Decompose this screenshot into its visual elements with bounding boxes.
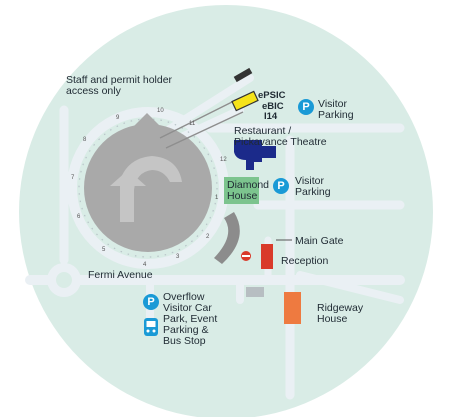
beamline-number: 12 — [220, 157, 227, 163]
i14-label: I14 — [264, 111, 278, 122]
synchrotron-tip — [132, 113, 162, 128]
bus-icon — [144, 318, 158, 336]
map-background-circle — [19, 5, 433, 417]
ridgeway-house-building — [284, 292, 301, 324]
reception-label: Reception — [281, 255, 329, 267]
epsic-building — [233, 67, 253, 83]
ebic-building — [231, 90, 259, 112]
beamline-ebic — [165, 111, 244, 149]
small-building — [246, 287, 264, 297]
diamond-house-label: Diamond House — [227, 179, 270, 202]
visitor-parking-top-label: Visitor Parking — [318, 98, 354, 121]
beamline-number: 1 — [215, 195, 219, 201]
synchrotron-swirl — [120, 156, 182, 222]
parking-icon: P — [298, 99, 314, 115]
beamline-epsic — [159, 97, 241, 139]
diamond-house-building — [224, 177, 259, 204]
synchrotron-building — [84, 124, 212, 252]
staff-access-arm-2 — [171, 106, 244, 144]
staff-access-label: Staff and permit holder access only — [66, 74, 173, 97]
beamline-number: 6 — [77, 214, 81, 220]
beamline-number: 9 — [116, 115, 120, 121]
restaurant-label: Restaurant / Pickavance Theatre — [234, 125, 327, 148]
restaurant-building — [234, 140, 276, 170]
beamline-number: 11 — [189, 121, 196, 127]
fermi-avenue-label: Fermi Avenue — [88, 269, 153, 281]
beamline-number: 2 — [206, 234, 210, 240]
beamline-number: 4 — [143, 262, 147, 268]
ebic-label: eBIC — [262, 101, 284, 112]
swirl-arrowhead — [110, 170, 146, 186]
epsic-label: ePSIC — [258, 90, 286, 101]
beamline-number: 5 — [102, 247, 106, 253]
no-entry-bar — [242, 255, 250, 257]
beamline-number: 8 — [83, 137, 87, 143]
roads — [25, 105, 405, 400]
lower-right-road — [296, 271, 404, 304]
parking-icon: P — [143, 294, 159, 310]
beamline-number: 7 — [71, 175, 75, 181]
reception-building — [261, 244, 273, 269]
overflow-parking-label: Overflow Visitor Car Park, Event Parking… — [163, 291, 218, 347]
beamline-number: 10 — [157, 108, 164, 114]
beamline-number: 3 — [176, 254, 180, 260]
parking-icon: P — [273, 178, 289, 194]
ridgeway-house-label: Ridgeway House — [317, 302, 364, 325]
main-gate-label: Main Gate — [295, 235, 344, 247]
curved-building — [214, 212, 240, 264]
roundabout-center — [56, 272, 72, 288]
visitor-parking-mid-label: Visitor Parking — [295, 175, 331, 198]
inner-ring-marker — [78, 118, 218, 258]
